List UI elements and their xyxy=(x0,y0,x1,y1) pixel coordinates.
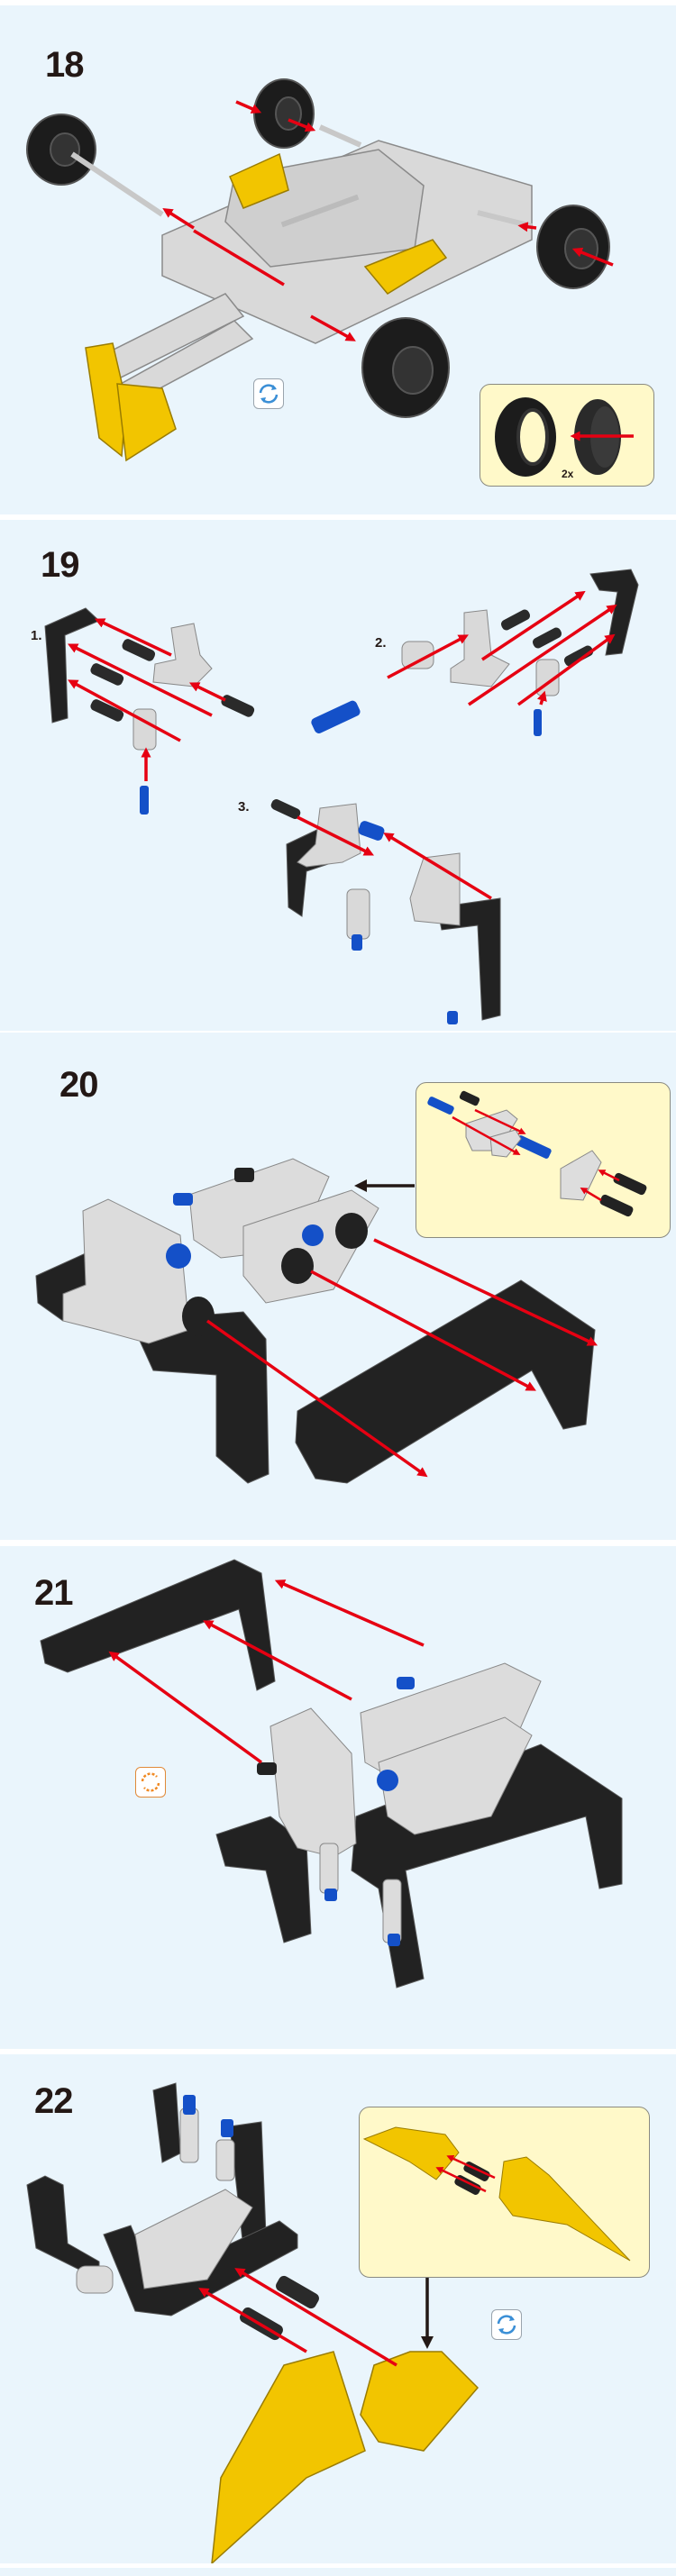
step-number: 22 xyxy=(34,2081,73,2121)
substep-label: 1. xyxy=(31,628,42,643)
substep-label: 3. xyxy=(238,799,250,815)
black-pins xyxy=(90,609,594,819)
step-21-panel: 21 xyxy=(0,1546,676,2049)
gray-parts xyxy=(132,609,560,940)
assembly-arrows xyxy=(206,1238,598,1478)
sub-assembly-illustration xyxy=(362,2126,631,2262)
step-number: 19 xyxy=(41,545,79,585)
yellow-parts xyxy=(211,2351,480,2563)
blue-pins xyxy=(140,700,542,1024)
yellow-parts xyxy=(85,152,448,462)
sub-assembly-illustration xyxy=(427,1090,647,1217)
black-beams xyxy=(35,1252,596,1484)
step-18-panel: 18 xyxy=(0,5,676,514)
step-21-illustration xyxy=(40,1559,623,1989)
tire-assembly-illustration xyxy=(495,397,634,477)
step-19-illustration xyxy=(44,569,639,1024)
chassis xyxy=(88,140,533,407)
step-19-panel: 19 1. 2. 3. xyxy=(0,520,676,1031)
sub-assembly-callout xyxy=(359,2107,650,2278)
sub-assembly-callout: 2x xyxy=(480,384,654,487)
substep-label: 2. xyxy=(375,635,387,651)
step-18-illustration xyxy=(26,78,614,462)
assembly-arrows xyxy=(108,1579,425,1764)
wheels xyxy=(26,78,610,418)
pins xyxy=(166,1168,368,1336)
step-20-panel: 20 xyxy=(0,1033,676,1540)
step-20-illustration xyxy=(35,1158,598,1484)
rotate-model-icon xyxy=(135,1767,166,1798)
step-number: 21 xyxy=(34,1573,73,1613)
assembly-arrows xyxy=(67,590,617,900)
gray-parts xyxy=(76,2107,253,2294)
quantity-label: 2x xyxy=(562,468,574,480)
rotate-model-icon xyxy=(491,2309,522,2340)
pins xyxy=(257,1677,415,1946)
step-number: 20 xyxy=(59,1065,98,1105)
rotate-model-icon xyxy=(253,378,284,409)
assembly-arrows xyxy=(198,2268,397,2367)
blue-pin xyxy=(221,2119,233,2137)
gray-parts xyxy=(269,1662,542,1943)
black-pins xyxy=(240,2275,319,2341)
sub-assembly-callout xyxy=(416,1082,671,1238)
blue-pin xyxy=(183,2095,196,2115)
assembly-arrows xyxy=(162,100,614,341)
step-number: 18 xyxy=(45,45,84,85)
gray-parts xyxy=(62,1158,379,1344)
step-22-panel: 22 xyxy=(0,2054,676,2563)
step-22-illustration xyxy=(26,2082,480,2563)
next-panel-edge xyxy=(0,2568,676,2576)
